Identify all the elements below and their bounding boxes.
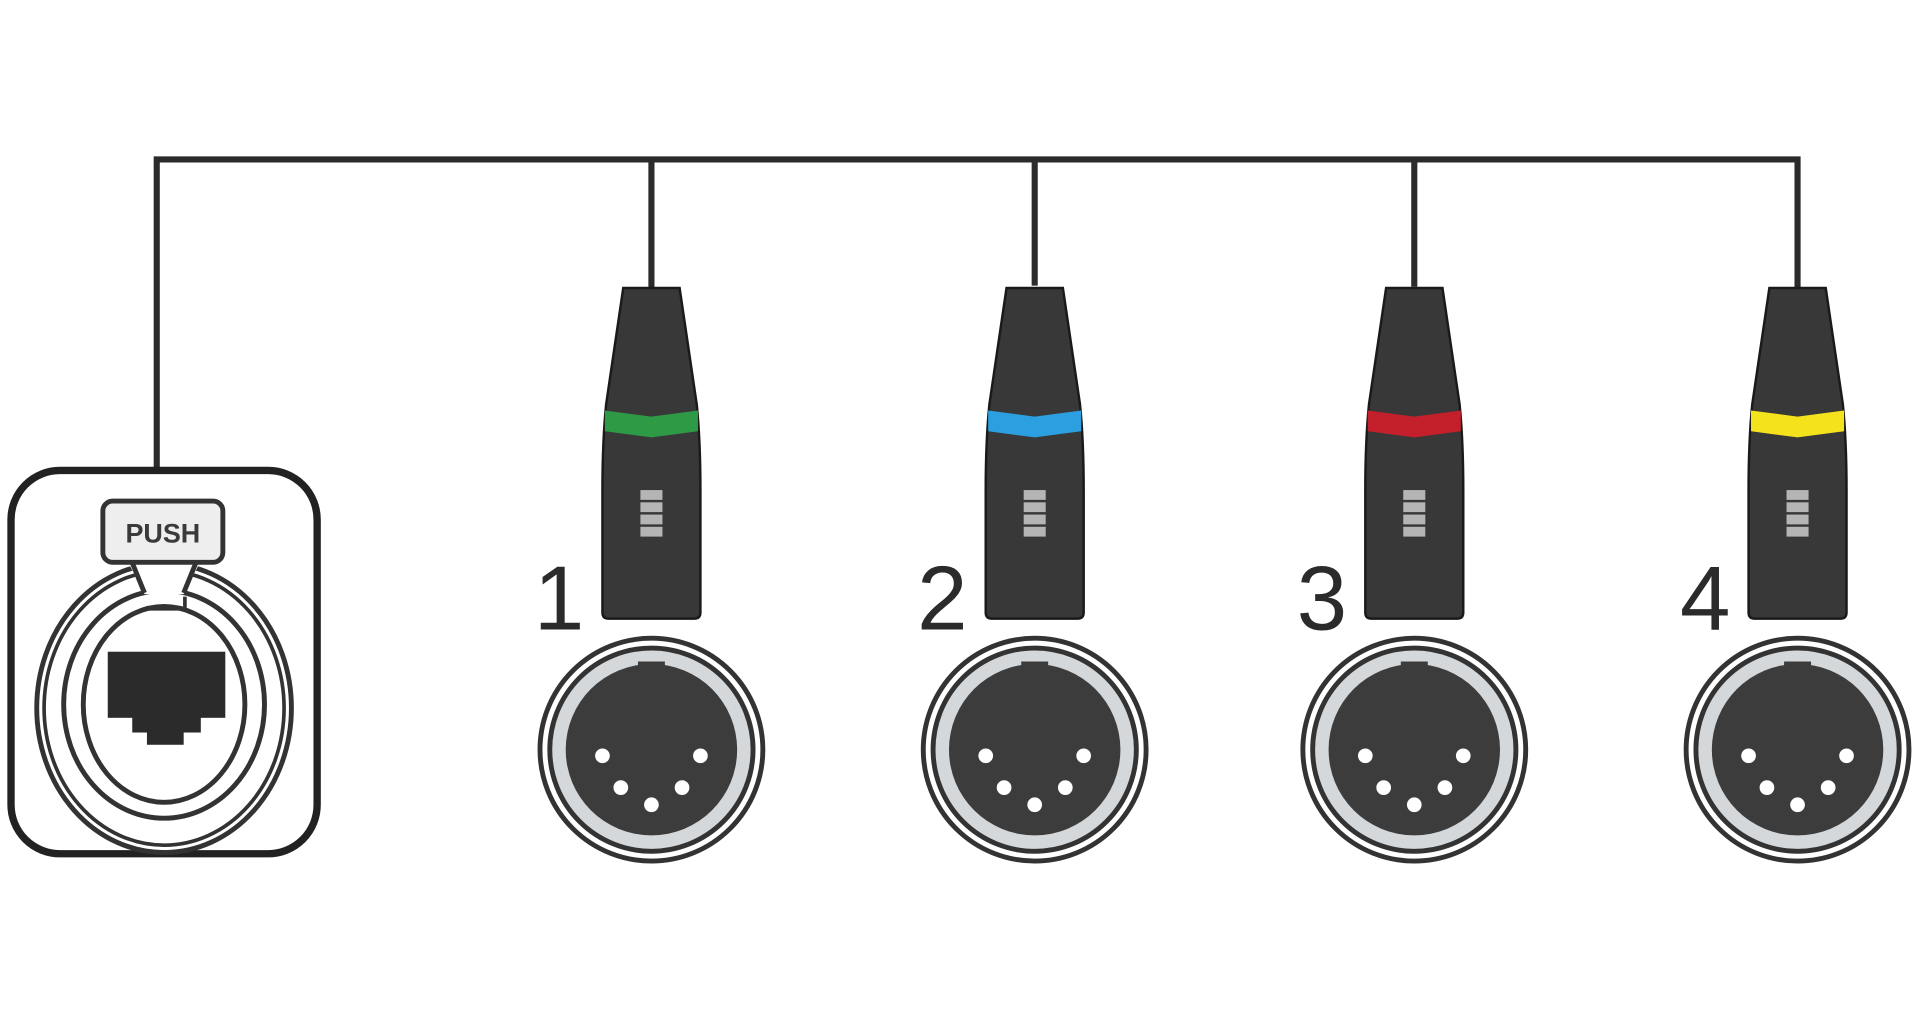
xlr-plug (1747, 286, 1848, 620)
cable-bus (153, 156, 1801, 472)
dmx-socket-face (1683, 635, 1912, 864)
connector-number: 3 (1297, 549, 1347, 650)
pin (1406, 797, 1422, 813)
pin (644, 797, 659, 813)
pin (693, 748, 708, 764)
dmx-socket-face (537, 635, 766, 864)
pin (978, 748, 994, 764)
dmx-socket-face (920, 635, 1149, 864)
dmx-connector-1: 1 (534, 286, 766, 864)
rj45-socket: PUSH (7, 466, 321, 858)
pin (674, 780, 690, 795)
dmx-connector-3: 3 (1297, 286, 1529, 864)
color-band (1751, 410, 1845, 438)
push-latch-button[interactable]: PUSH (100, 498, 226, 565)
connector-number: 4 (1680, 549, 1730, 650)
pin (1027, 797, 1043, 813)
pin (595, 748, 610, 764)
pin (1057, 780, 1073, 795)
xlr-plug (601, 286, 702, 620)
xlr-plug (1364, 286, 1465, 620)
pin (1076, 748, 1092, 764)
xlr-plug (984, 286, 1085, 620)
pin (613, 780, 629, 795)
connector-number: 2 (917, 549, 967, 650)
dmx-connector-4: 4 (1680, 286, 1912, 864)
push-label: PUSH (125, 519, 200, 549)
pin (1759, 780, 1775, 795)
ethernet-port-icon (107, 651, 226, 745)
color-band (1367, 410, 1461, 438)
pin (996, 780, 1012, 795)
pin (1376, 780, 1392, 795)
pin (1455, 748, 1471, 764)
pin (1790, 797, 1805, 813)
pin (1357, 748, 1373, 764)
color-band (604, 410, 698, 438)
connector-number: 1 (534, 549, 584, 650)
dmx-socket-face (1300, 635, 1529, 864)
color-band (988, 410, 1082, 438)
pin (1741, 748, 1756, 764)
pin (1839, 748, 1854, 764)
dmx-connector-2: 2 (917, 286, 1149, 864)
pin (1820, 780, 1836, 795)
pin (1437, 780, 1453, 795)
